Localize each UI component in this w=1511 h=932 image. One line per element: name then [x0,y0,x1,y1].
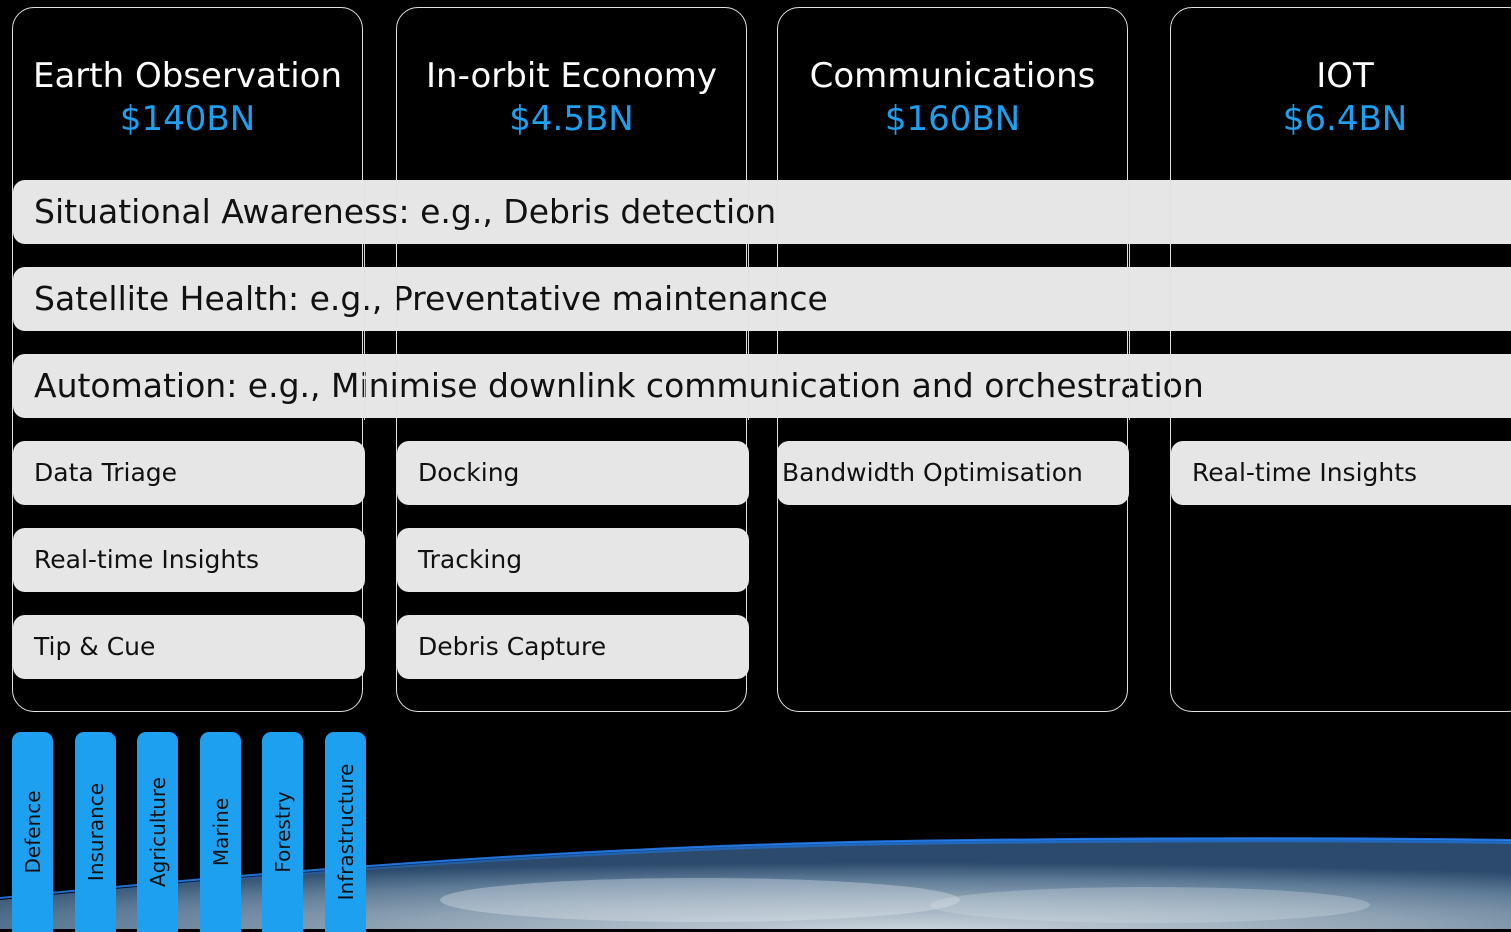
capability-data-triage: Data Triage [13,441,365,505]
market-title: IOT [1316,56,1374,96]
sector-label: Insurance [83,782,108,882]
market-title: Earth Observation [32,56,343,96]
sector-forestry: Forestry [262,732,303,932]
column-divider-line [777,180,778,420]
market-value: $4.5BN [509,99,634,139]
capability-tip-and-cue: Tip & Cue [13,615,365,679]
sector-label: Forestry [270,791,295,873]
sector-label: Defence [20,790,45,874]
column-divider-line [396,180,397,420]
market-value: $140BN [119,99,256,139]
sector-defence: Defence [12,732,53,932]
capability-bandwidth-optimisation: Bandwidth Optimisation [777,441,1129,505]
sector-infrastructure: Infrastructure [325,732,366,932]
sector-marine: Marine [200,732,241,932]
market-title: In-orbit Economy [426,56,717,96]
band-automation: Automation: e.g., Minimise downlink comm… [13,354,1511,418]
sector-agriculture: Agriculture [137,732,178,932]
band-situational-awareness: Situational Awareness: e.g., Debris dete… [13,180,1511,244]
column-divider-line [12,180,13,244]
sector-insurance: Insurance [75,732,116,932]
capability-debris-capture: Debris Capture [397,615,749,679]
sector-label: Marine [208,797,233,867]
sector-label: Agriculture [145,777,170,887]
market-column-in-orbit-economy: In-orbit Economy $4.5BN [396,7,747,712]
column-divider-line [1129,180,1130,420]
capability-tracking: Tracking [397,528,749,592]
sector-label: Infrastructure [333,763,358,901]
column-divider-line [364,180,365,420]
market-column-earth-observation: Earth Observation $140BN [12,7,363,712]
band-satellite-health: Satellite Health: e.g., Preventative mai… [13,267,1511,331]
column-divider-line [1170,180,1171,420]
capability-docking: Docking [397,441,749,505]
column-divider-line [748,180,749,420]
capability-real-time-insights: Real-time Insights [13,528,365,592]
market-value: $6.4BN [1282,99,1408,139]
market-value: $160BN [884,99,1021,139]
market-title: Communications [809,56,1096,96]
capability-real-time-insights-iot: Real-time Insights [1171,441,1511,505]
